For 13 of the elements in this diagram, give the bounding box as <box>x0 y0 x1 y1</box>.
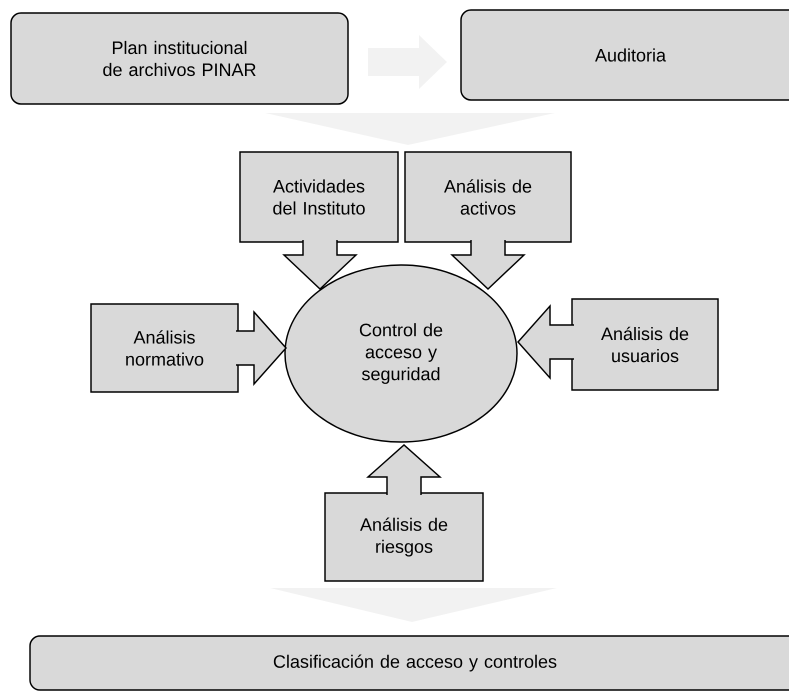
process-box: Auditoria <box>460 9 789 101</box>
input-box: Análisis de activos <box>404 151 572 243</box>
arrow <box>235 310 287 386</box>
input-box: Actividades del Instituto <box>239 151 399 243</box>
arrow <box>450 239 526 290</box>
arrow <box>517 304 575 380</box>
arrow <box>282 239 358 290</box>
result-box: Clasificación de acceso y controles <box>29 635 789 691</box>
process-box: Plan institucional de archivos PINAR <box>10 12 349 105</box>
input-box: Análisis normativo <box>90 303 239 393</box>
input-box: Análisis de usuarios <box>571 298 719 391</box>
input-box: Análisis de riesgos <box>324 492 484 582</box>
arrow <box>366 444 442 496</box>
